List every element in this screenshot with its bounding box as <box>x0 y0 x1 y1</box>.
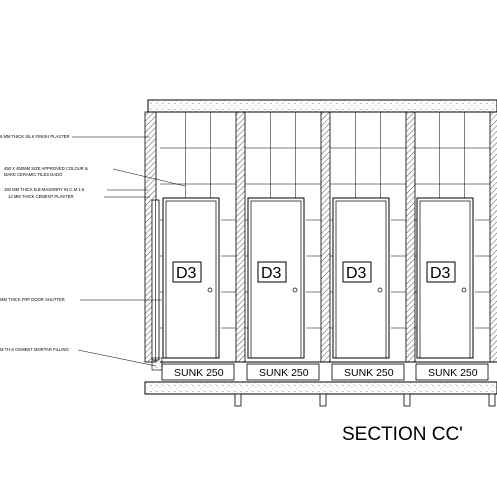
door-handle-icon <box>292 287 298 293</box>
door-tag: D3 <box>346 265 367 282</box>
door-tag-box <box>257 261 287 283</box>
sunk-label: SUNK 250 <box>428 367 478 379</box>
partition-wall <box>235 111 246 363</box>
ceramic-tile-grid <box>160 112 236 329</box>
door-tag-box <box>342 261 372 283</box>
door-tag: D3 <box>261 265 282 282</box>
door-tag-box <box>172 261 202 283</box>
door-d3: D3 <box>247 197 305 359</box>
door-handle-icon <box>207 287 213 293</box>
sunk-box <box>331 363 405 381</box>
ceramic-tile-grid <box>330 112 406 329</box>
floor-posts <box>234 393 496 407</box>
door-tag-box <box>426 261 456 283</box>
annotations: 6 MM THICK SILK FINISH PLASTER 450 X 450… <box>0 134 186 367</box>
sunk-box <box>246 363 320 381</box>
sunk-label: SUNK 250 <box>174 367 224 379</box>
section-title: SECTION CC' <box>342 424 463 445</box>
door-d3: D3 <box>416 197 474 359</box>
note-tiles-1: 450 X 450MM SIZE APPROVED COLOUR & <box>4 166 88 171</box>
ceramic-tile-grid <box>414 112 490 329</box>
note-tiles-2: MAKE CERAMIC TILES DADO <box>4 172 63 177</box>
partition-wall <box>489 111 497 363</box>
door-d3: D3 <box>162 197 220 359</box>
door-d3: D3 <box>332 197 390 359</box>
door-tag: D3 <box>430 265 451 282</box>
door-tag: D3 <box>176 265 197 282</box>
sunk-label: SUNK 250 <box>344 367 394 379</box>
door-handle-icon <box>461 287 467 293</box>
mortar-filling <box>151 357 163 371</box>
note-cement-plaster: 12 MM THICK CEMENT PLASTER <box>8 194 73 199</box>
door-handle-icon <box>377 287 383 293</box>
note-mortar-filling: M TH.K CEMENT MORTAR FILLING <box>0 347 69 352</box>
note-masonry: 150 MM THICK B.B MASONRY IN C.M 1:6 <box>4 187 85 192</box>
sunk-label: SUNK 250 <box>259 367 309 379</box>
roof-slab <box>147 99 497 113</box>
sunk-box <box>415 363 489 381</box>
sunk-box <box>161 363 235 381</box>
door-jamb-section <box>151 199 160 361</box>
partition-wall <box>320 111 331 363</box>
partition-wall <box>405 111 416 363</box>
note-plaster: 6 MM THICK SILK FINISH PLASTER <box>0 134 70 139</box>
note-door-shutter: MM THICK FRP DOOR SHUTTER <box>0 297 65 302</box>
